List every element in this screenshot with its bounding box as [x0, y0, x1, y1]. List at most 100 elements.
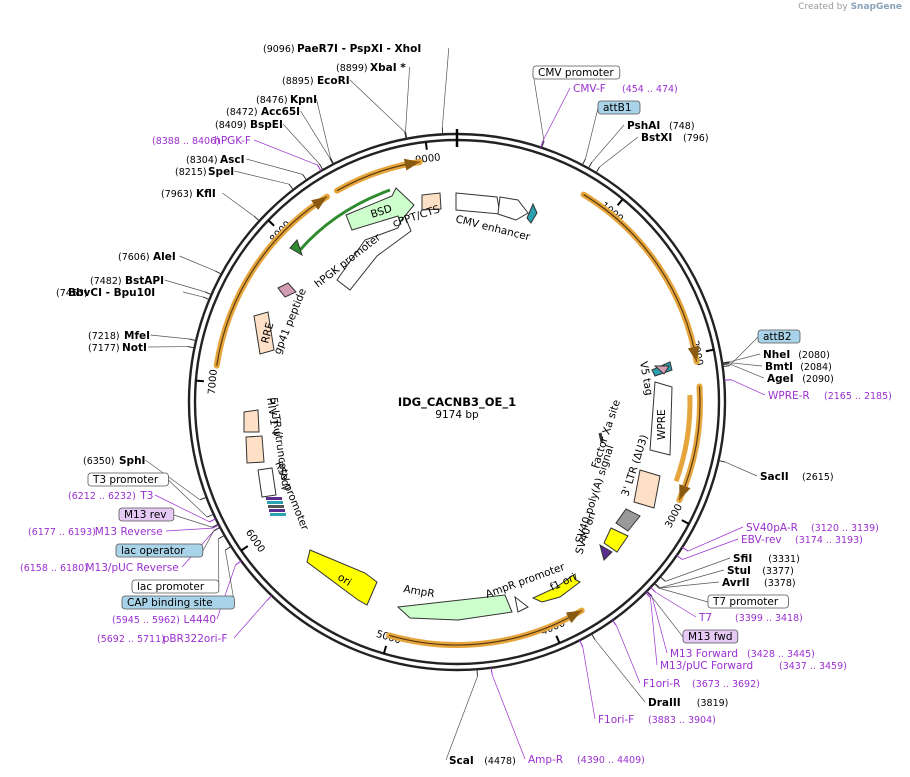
feature-label[interactable]: gp41 peptide: [272, 287, 309, 356]
enzyme-label[interactable]: DraIII: [648, 697, 681, 709]
enzyme-label[interactable]: Acc65I: [261, 106, 300, 118]
cmv-enhancer-shape: [455, 192, 501, 215]
enzyme-label[interactable]: SfiI: [733, 553, 752, 565]
enzyme-label[interactable]: XbaI *: [370, 62, 406, 74]
tick-label: 7000: [207, 369, 220, 395]
feature-box-label[interactable]: attB2: [763, 331, 792, 343]
enzyme-label[interactable]: AvrII: [722, 577, 750, 589]
enzyme-label[interactable]: BstAPI: [125, 275, 164, 287]
feature-box-label[interactable]: T7 promoter: [712, 596, 779, 608]
leader-line: [729, 363, 765, 379]
primer-label[interactable]: T3: [139, 490, 153, 502]
leader-line: [300, 110, 331, 159]
tick-mark: [267, 219, 275, 227]
primer-label[interactable]: hPGK-F: [214, 135, 251, 147]
boxed-feature-plain: [532, 65, 621, 80]
feature-label[interactable]: RSV promoter: [272, 460, 311, 533]
enzyme-label[interactable]: BbvCI - Bpu10I: [68, 287, 155, 299]
primer-label[interactable]: L4440: [184, 614, 217, 626]
tick-mark: [195, 379, 204, 383]
enzyme-label[interactable]: AscI: [220, 154, 245, 166]
feature-box-label[interactable]: M13 rev: [124, 509, 167, 521]
site-mark: [722, 362, 730, 365]
feature-label[interactable]: HIV-1 Ψ: [264, 397, 281, 438]
enzyme-label[interactable]: AgeI: [767, 373, 794, 385]
primer-label[interactable]: M13/pUC Forward: [660, 660, 753, 672]
primer-label[interactable]: EBV-rev: [741, 534, 782, 546]
feature-box-label[interactable]: lac operator: [121, 545, 185, 557]
primer-label[interactable]: SV40pA-R: [746, 522, 798, 534]
enzyme-label[interactable]: BspEI: [250, 119, 283, 131]
enzyme-label[interactable]: MfeI: [124, 330, 150, 342]
enzyme-label[interactable]: EcoRI: [317, 75, 350, 87]
enzyme-position: (8472): [226, 107, 258, 118]
feature-label[interactable]: AmpR: [402, 583, 435, 600]
primer-position: (3437 .. 3459): [779, 661, 847, 672]
boxed-feature-blue: [121, 595, 235, 610]
feature-box-label[interactable]: lac promoter: [137, 581, 205, 593]
leader-line: [659, 581, 720, 589]
boxed-feature-plain: [707, 594, 789, 609]
site-mark: [288, 183, 294, 191]
site-mark: [653, 583, 660, 589]
feature-label[interactable]: WPRE: [656, 409, 668, 440]
orf-arc-cmv-head: [687, 345, 700, 362]
enzyme-label[interactable]: ScaI: [449, 755, 474, 767]
leader-line: [650, 597, 658, 666]
feature-box-label[interactable]: T3 promoter: [92, 474, 159, 486]
feature-box-label[interactable]: M13 fwd: [688, 631, 733, 643]
primer-label[interactable]: CMV-F: [573, 83, 606, 95]
primer-position: (3883 .. 3904): [648, 715, 716, 726]
5ltr-shape: [243, 409, 260, 433]
enzyme-label[interactable]: KpnI: [290, 94, 317, 106]
enzyme-label[interactable]: KflI: [196, 188, 216, 200]
primer-label[interactable]: M13 Reverse: [95, 526, 163, 538]
leader-line: [585, 107, 599, 159]
primer-label[interactable]: Amp-R: [528, 754, 563, 766]
enzyme-position: (3377): [762, 566, 794, 577]
boxed-feature-plain: [131, 579, 220, 594]
enzyme-label[interactable]: PshAI: [627, 120, 660, 132]
enzyme-label[interactable]: SacII: [760, 471, 789, 483]
primer-position: (6177 .. 6193): [28, 527, 96, 538]
enzyme-label[interactable]: PaeR7I - PspXI - XhoI: [297, 43, 421, 55]
primer-label[interactable]: F1ori-R: [643, 678, 680, 690]
primer-label[interactable]: pBR322ori-F: [163, 633, 228, 645]
primer-label[interactable]: WPRE-R: [768, 390, 810, 402]
feature-box-label[interactable]: CMV promoter: [538, 67, 614, 79]
site-mark: [490, 667, 493, 675]
leader-line: [532, 72, 545, 142]
enzyme-label[interactable]: StuI: [727, 565, 751, 577]
primer-position: (4390 .. 4409): [577, 755, 645, 766]
enzyme-label[interactable]: AleI: [153, 251, 176, 263]
enzyme-position: (8895): [282, 76, 314, 87]
bsd-arrow-head: [289, 239, 303, 257]
leader-line: [405, 66, 410, 132]
attb1-shape: [526, 202, 538, 224]
enzyme-label[interactable]: BstXI: [641, 132, 672, 144]
enzyme-label[interactable]: NotI: [122, 342, 147, 354]
site-mark: [215, 270, 222, 275]
feature-label[interactable]: RRE: [259, 321, 276, 345]
enzyme-label[interactable]: SphI: [119, 455, 145, 467]
primer-label[interactable]: F1ori-F: [598, 714, 634, 726]
primer-label[interactable]: M13/pUC Reverse: [86, 562, 179, 574]
enzyme-label[interactable]: SpeI: [208, 166, 234, 178]
primer-label[interactable]: M13 Forward: [670, 648, 738, 660]
enzyme-label[interactable]: BmtI: [765, 361, 793, 373]
feature-box-label[interactable]: attB1: [603, 102, 632, 114]
feature-box-label[interactable]: CAP binding site: [127, 597, 213, 609]
leader-line: [179, 255, 216, 272]
primer-label[interactable]: T7: [698, 612, 712, 624]
leader-line: [445, 676, 478, 761]
enzyme-label[interactable]: NheI: [763, 349, 790, 361]
boxed-feature-purple: [682, 629, 739, 644]
site-mark: [213, 526, 221, 532]
site-mark: [253, 215, 260, 222]
site-mark: [650, 587, 656, 593]
enzyme-position: (7963): [161, 189, 193, 200]
site-mark: [646, 591, 652, 597]
plasmid-backbone: [187, 129, 727, 672]
site-mark: [317, 164, 322, 172]
feature-label[interactable]: V5 tag: [637, 360, 655, 396]
